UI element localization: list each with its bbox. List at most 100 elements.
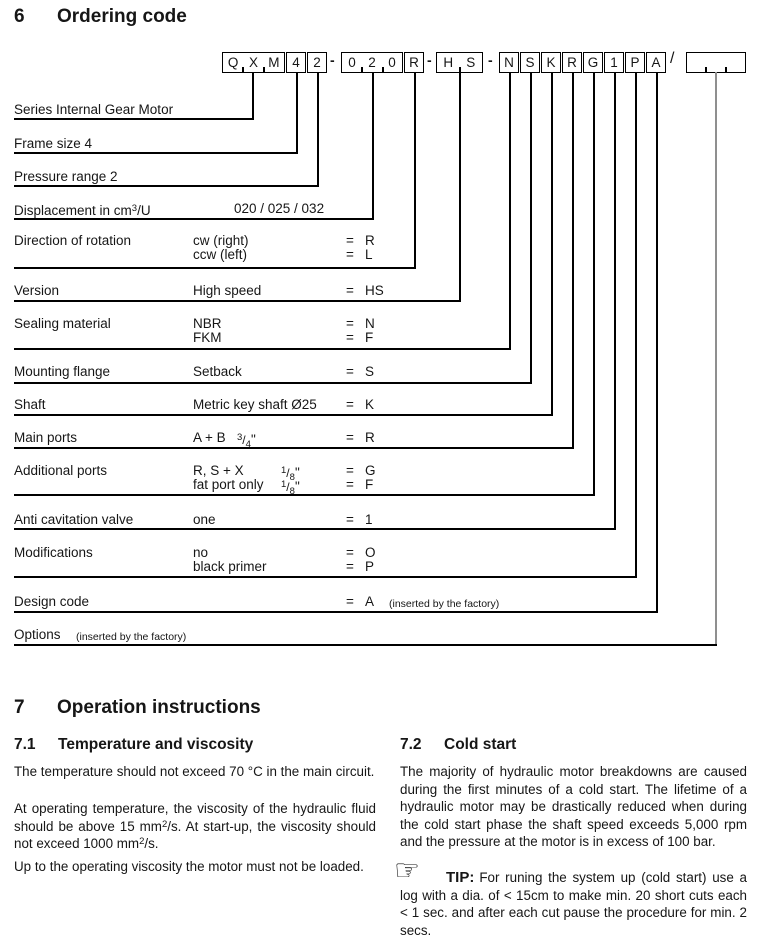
temperature-paragraph-1: The temperature should not exceed 70 °C … <box>14 764 375 779</box>
code-slash: / <box>670 50 675 67</box>
cell-divider <box>382 67 384 72</box>
option-fraction: 1/8" <box>281 479 300 497</box>
equals-sign: = <box>346 233 354 248</box>
equals-sign: = <box>346 316 354 331</box>
connector-line <box>530 72 532 384</box>
row-label: Displacement in cm3/U <box>14 203 151 218</box>
row-label: Additional ports <box>14 463 108 478</box>
option-name: FKM <box>193 330 222 345</box>
option-code: N <box>365 316 375 331</box>
code-box-options-blank <box>686 52 746 73</box>
option-name: fat port only <box>193 477 264 492</box>
equals-sign: = <box>346 430 354 445</box>
connector-line <box>551 72 553 416</box>
connector-line <box>656 72 658 613</box>
factory-note: (inserted by the factory) <box>389 598 500 610</box>
cell-divider <box>459 67 461 72</box>
connector-line <box>414 72 416 269</box>
option-code: A <box>365 594 375 609</box>
subsection-title: Cold start <box>444 736 517 753</box>
option-name: A + B <box>193 430 226 445</box>
option-code: O <box>365 545 376 560</box>
row-value: 020 / 025 / 032 <box>234 201 325 216</box>
connector-line <box>572 72 574 449</box>
code-cell: M <box>268 55 280 70</box>
connector-line <box>317 72 319 187</box>
row-label: Direction of rotation <box>14 233 132 248</box>
section-title: Operation instructions <box>57 697 261 718</box>
option-name: no <box>193 545 209 560</box>
equals-sign: = <box>346 559 354 574</box>
option-code: P <box>365 559 375 574</box>
row-label: Modifications <box>14 545 93 560</box>
row-label: Frame size 4 <box>14 136 93 151</box>
connector-line <box>14 348 511 350</box>
code-box-series: Q X M <box>222 52 285 73</box>
option-name: NBR <box>193 316 222 331</box>
connector-line <box>509 72 511 350</box>
option-fraction: 3/4" <box>237 432 256 450</box>
equals-sign: = <box>346 512 354 527</box>
option-name: cw (right) <box>193 233 249 248</box>
code-box-pressure: 2 <box>307 52 327 73</box>
cell-divider <box>263 67 265 72</box>
option-code: R <box>365 233 375 248</box>
equals-sign: = <box>346 364 354 379</box>
connector-line <box>14 382 532 384</box>
row-label: Anti cavitation valve <box>14 512 134 527</box>
connector-line <box>14 218 374 220</box>
code-box-design: A <box>646 52 666 73</box>
row-label: Sealing material <box>14 316 111 331</box>
subsection-number: 7.2 <box>400 736 422 753</box>
option-name: High speed <box>193 283 262 298</box>
code-cell: Q <box>227 55 239 70</box>
connector-line <box>14 185 319 187</box>
connector-line <box>14 267 416 269</box>
connector-line <box>14 611 658 613</box>
section-number: 6 <box>14 6 25 27</box>
code-box-modifications: P <box>625 52 645 73</box>
code-box-displacement: 0 2 0 <box>341 52 403 73</box>
connector-line <box>459 72 461 302</box>
option-code: G <box>365 463 376 478</box>
connector-line <box>296 72 298 154</box>
option-code: 1 <box>365 512 373 527</box>
cell-divider <box>361 67 363 72</box>
option-code: F <box>365 330 374 345</box>
code-cell: K <box>546 55 556 70</box>
option-name: R, S + X <box>193 463 244 478</box>
section-title: Ordering code <box>57 6 187 27</box>
tip-paragraph: ☞TIP:For runing the system up (cold star… <box>394 856 747 937</box>
code-cell: R <box>567 55 577 70</box>
code-dash: - <box>330 52 335 68</box>
equals-sign: = <box>346 594 354 609</box>
code-box-main-ports: R <box>562 52 582 73</box>
option-code: L <box>365 247 373 262</box>
code-box-frame: 4 <box>286 52 306 73</box>
connector-line <box>14 152 298 154</box>
equals-sign: = <box>346 397 354 412</box>
option-name: black primer <box>193 559 267 574</box>
connector-line <box>14 576 637 578</box>
row-label: Series Internal Gear Motor <box>14 102 174 117</box>
connector-line <box>593 72 595 496</box>
code-cell: G <box>587 55 599 70</box>
connector-line <box>715 72 717 646</box>
section-7-2-heading: 7.2 Cold start <box>400 736 516 754</box>
option-name: Setback <box>193 364 242 379</box>
code-dash: - <box>427 52 432 68</box>
pointing-hand-icon: ☞ <box>394 853 420 887</box>
row-label: Mounting flange <box>14 364 111 379</box>
row-label: Pressure range 2 <box>14 169 118 184</box>
code-box-rotation: R <box>404 52 424 73</box>
connector-line <box>372 72 374 220</box>
connector-line <box>14 447 574 449</box>
code-box-flange: S <box>520 52 540 73</box>
option-code: R <box>365 430 375 445</box>
code-box-additional-ports: G <box>583 52 603 73</box>
code-box-anti-cavitation: 1 <box>604 52 624 73</box>
code-cell: 4 <box>292 55 300 70</box>
equals-sign: = <box>346 247 354 262</box>
code-box-shaft: K <box>541 52 561 73</box>
